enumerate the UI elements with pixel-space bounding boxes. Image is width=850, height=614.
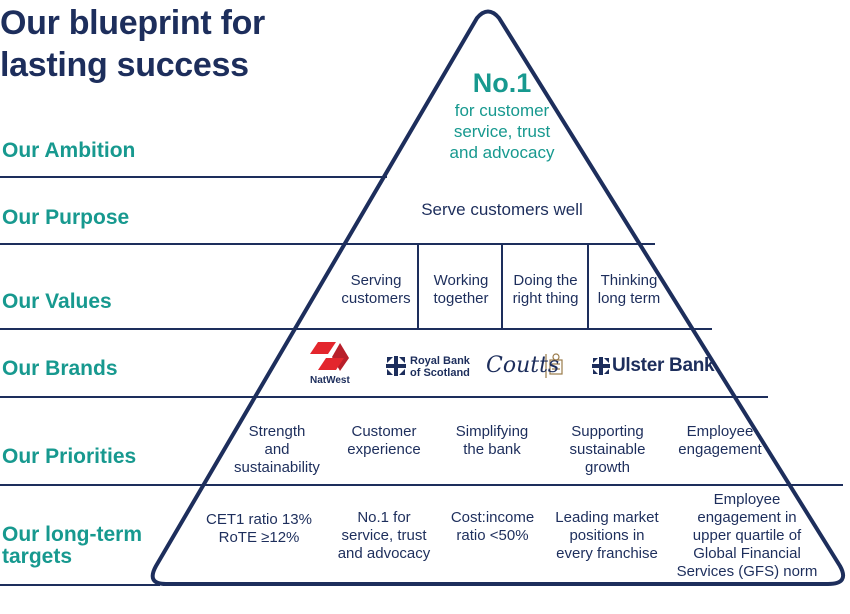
target-cell: CET1 ratio 13% RoTE ≥12% [206, 511, 312, 546]
target-cell: Leading market positions in every franch… [555, 509, 659, 562]
value-cell: Doing the right thing [512, 272, 579, 307]
row-label-targets: Our long-term targets [2, 524, 142, 568]
rbs-wordmark-line-1: Royal Bank [410, 355, 470, 367]
row-separators [0, 176, 843, 586]
target-cell: Employee engagement in upper quartile of… [676, 491, 818, 580]
purpose-text: Serve customers well [421, 200, 583, 219]
ambition-subtext: for customer service, trust and advocacy [449, 101, 555, 162]
row-label-purpose: Our Purpose [2, 206, 130, 229]
page-title: Our blueprint for lasting success [0, 2, 265, 86]
row-label-targets-line-2: targets [2, 545, 73, 568]
value-dividers [417, 244, 589, 329]
ambition-headline: No.1 [472, 68, 532, 98]
title-line-2: lasting success [0, 46, 249, 84]
row-label-brands: Our Brands [2, 357, 118, 380]
rbs-wordmark-line-2: of Scotland [410, 367, 470, 379]
row-label-targets-line-1: Our long-term [2, 523, 142, 546]
natwest-logo-icon [310, 342, 349, 371]
coutts-wordmark: Coutts [486, 353, 560, 378]
priority-cell: Employee engagement [678, 423, 762, 458]
priority-cell: Supporting sustainable growth [569, 423, 646, 476]
priority-cell: Customer experience [347, 423, 421, 458]
row-label-priorities: Our Priorities [2, 445, 137, 468]
target-cell: No.1 for service, trust and advocacy [337, 509, 431, 562]
natwest-wordmark: NatWest [310, 375, 350, 386]
priority-cell: Strength and sustainability [234, 423, 320, 476]
pyramid-outline [150, 9, 845, 586]
row-label-values: Our Values [2, 290, 112, 313]
rbs-logo-icon [386, 356, 406, 376]
value-cell: Working together [433, 272, 489, 307]
row-label-ambition: Our Ambition [2, 139, 136, 162]
priority-cell: Simplifying the bank [455, 423, 529, 458]
coutts-crest-icon [545, 353, 563, 378]
ulster-bank-logo-icon [592, 357, 610, 375]
value-cell: Serving customers [341, 272, 411, 307]
target-cell: Cost:income ratio <50% [450, 509, 535, 544]
title-line-1: Our blueprint for [0, 4, 265, 42]
value-cell: Thinking long term [597, 272, 661, 307]
ulster-bank-wordmark: Ulster Bank [612, 355, 715, 376]
rbs-wordmark: Royal Bank of Scotland [410, 355, 470, 379]
